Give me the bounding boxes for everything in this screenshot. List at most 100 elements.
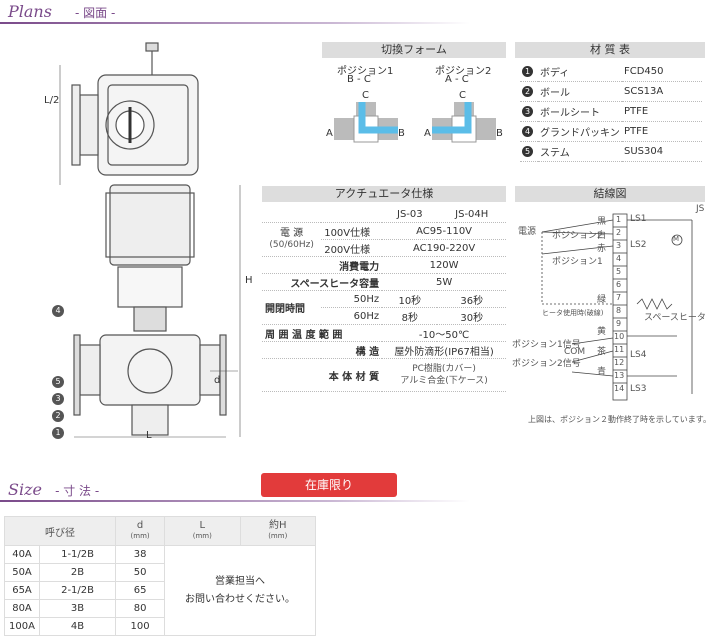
wiring-black: 黒 xyxy=(597,217,607,227)
terminal-9: 9 xyxy=(616,319,622,328)
wiring-ls2: LS2 xyxy=(630,240,647,250)
cell-a: 100A xyxy=(4,617,40,636)
wiring-diagram: JS 電源 ポジション2 ポジション1 黒 白 赤 緑 ヒータ使用時(破線) ス… xyxy=(512,204,712,409)
table-row: 200V仕様 AC190-220V xyxy=(262,239,506,257)
wiring-blue: 青 xyxy=(597,367,607,377)
temp-label: 周 囲 温 度 範 囲 xyxy=(262,324,383,342)
power-label: 電 源 xyxy=(280,228,304,239)
material-num: 4 xyxy=(522,126,533,137)
v200-label: 200V仕様 xyxy=(321,239,383,257)
wiring-pos2: ポジション2 xyxy=(552,231,603,241)
wiring-yellow: 黄 xyxy=(597,327,607,337)
terminal-4: 4 xyxy=(616,254,622,263)
terminal-13: 13 xyxy=(614,371,625,380)
header-h: 約H xyxy=(269,520,287,531)
wiring-heater-note: ヒータ使用時(破線) xyxy=(542,309,604,317)
cell-b: 4B xyxy=(38,617,117,636)
plans-title: Plans xyxy=(8,2,52,21)
header-h-unit: (mm) xyxy=(268,532,288,540)
callout-1: 1 xyxy=(52,427,64,439)
cell-b: 3B xyxy=(38,599,117,618)
wiring-red: 赤 xyxy=(597,244,607,254)
stock-button[interactable]: 在庫限り xyxy=(261,473,397,497)
table-row: 消費電力 120W xyxy=(262,256,506,274)
cell-a: 40A xyxy=(4,545,40,564)
table-row: JS-03 JS-04H xyxy=(262,206,506,223)
cell-d: 100 xyxy=(115,617,166,636)
header-l-unit: (mm) xyxy=(192,532,212,540)
terminal-11: 11 xyxy=(614,345,625,354)
header-bore: 呼び径 xyxy=(45,527,76,539)
position1-top: C xyxy=(362,90,369,101)
table-row: 開閉時間 50Hz 10秒 36秒 xyxy=(262,290,506,325)
size-rule xyxy=(0,500,470,502)
wiring-power: 電源 xyxy=(518,227,537,237)
time-label: 開閉時間 xyxy=(262,290,322,325)
power-sub: (50/60Hz) xyxy=(269,240,314,250)
table-row: 1 ボディ FCD450 xyxy=(520,62,702,82)
structure-label: 構 造 xyxy=(262,341,383,359)
valve-drawing-svg xyxy=(59,42,241,438)
material-part: ボールシート xyxy=(538,101,622,122)
material-part: ボディ xyxy=(538,62,622,82)
hz50-js03: 10秒 xyxy=(382,290,438,308)
material-num: 2 xyxy=(522,86,533,97)
wiring-space-heater: スペースヒータ xyxy=(644,313,706,323)
wiring-tea: 茶 xyxy=(597,347,607,357)
label-l2: L/2 xyxy=(44,95,60,106)
cell-d: 80 xyxy=(115,599,166,618)
wiring-motor: M xyxy=(673,235,680,243)
switching-form-title: 切換フォーム xyxy=(322,42,506,58)
callout-4: 4 xyxy=(52,305,64,317)
table-row: 電 源 (50/60Hz) 100V仕様 AC95-110V xyxy=(262,222,506,257)
size-title: Size xyxy=(8,480,42,499)
structure-value: 屋外防滴形(IP67相当) xyxy=(382,341,506,359)
hz60-label: 60Hz xyxy=(321,307,383,325)
position2-top: C xyxy=(459,90,466,101)
label-d: d xyxy=(214,375,221,386)
hz50-js04h: 36秒 xyxy=(437,290,506,308)
terminal-7: 7 xyxy=(616,293,622,302)
wiring-ls1: LS1 xyxy=(630,214,647,224)
position2-left: A xyxy=(424,128,431,139)
position2-name: ポジション2 xyxy=(435,66,492,77)
wiring-ls3: LS3 xyxy=(630,384,647,394)
table-row: 80A 3B 80 xyxy=(4,599,316,618)
terminal-6: 6 xyxy=(616,280,622,289)
position1-left: A xyxy=(326,128,333,139)
material-part: ボール xyxy=(538,81,622,102)
material-part: ステム xyxy=(538,141,622,162)
material-value: PTFE xyxy=(622,121,702,142)
position1-right: B xyxy=(398,128,405,139)
material-num: 3 xyxy=(522,106,533,117)
cell-b: 2B xyxy=(38,563,117,582)
terminal-1: 1 xyxy=(616,215,622,224)
col-js04h: JS-04H xyxy=(437,206,506,223)
heater-value: 5W xyxy=(382,273,506,291)
terminal-10: 10 xyxy=(614,332,625,341)
callout-2: 2 xyxy=(52,410,64,422)
cell-d: 65 xyxy=(115,581,166,600)
terminal-14: 14 xyxy=(614,384,625,393)
position2-diagram xyxy=(432,102,496,143)
actuator-table: JS-03 JS-04H 電 源 (50/60Hz) 100V仕様 AC95-1… xyxy=(262,206,506,392)
header-d: d xyxy=(136,520,144,531)
wiring-pos1: ポジション1 xyxy=(552,257,603,267)
table-row: 50A 2B 50 xyxy=(4,563,316,582)
header-d-unit: (mm) xyxy=(130,532,150,540)
materials-title: 材 質 表 xyxy=(515,42,705,58)
position2-ports: A - C xyxy=(445,74,469,85)
position2-right: B xyxy=(496,128,503,139)
position1-ports: B - C xyxy=(347,74,371,85)
callout-3: 3 xyxy=(52,393,64,405)
cell-a: 65A xyxy=(4,581,40,600)
material-value: SUS304 xyxy=(622,141,702,162)
table-row: 構 造 屋外防滴形(IP67相当) xyxy=(262,341,506,359)
wiring-ls4: LS4 xyxy=(630,350,647,360)
cell-a: 80A xyxy=(4,599,40,618)
wiring-title: 結線図 xyxy=(515,186,705,202)
body-label: 本 体 材 質 xyxy=(262,358,383,392)
plans-subtitle: - 図面 - xyxy=(75,6,116,20)
label-h: H xyxy=(245,275,253,286)
terminal-3: 3 xyxy=(616,241,622,250)
